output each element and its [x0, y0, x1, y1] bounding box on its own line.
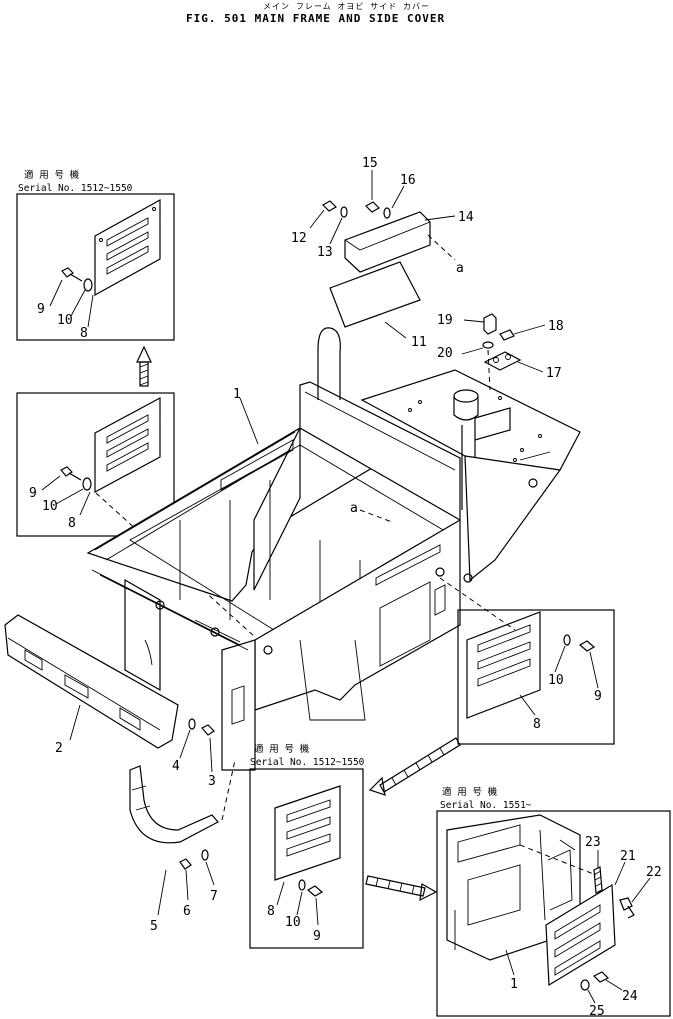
washer-20: [482, 341, 494, 349]
label-22: 22: [646, 865, 662, 880]
serial-box-kanji: 適 用 号 機: [442, 786, 498, 798]
label-20: 20: [437, 346, 453, 361]
label-8: 8: [68, 516, 76, 531]
hatched-arrow-diagonal: [368, 737, 461, 796]
bolt-6: [179, 858, 192, 870]
washer-7: [201, 849, 209, 861]
washer-10: [298, 879, 306, 891]
washer-13: [340, 206, 348, 218]
serial-box-number: Serial No. 1512~1550: [18, 183, 133, 194]
label-9: 9: [29, 486, 37, 501]
bolt-3: [201, 724, 215, 736]
label-9: 9: [313, 929, 321, 944]
serial-box-number: Serial No. 1512~1550: [250, 757, 365, 768]
nut-18: [499, 329, 515, 341]
serial-box-kanji: 適 用 号 機: [24, 169, 80, 181]
serial-box-kanji: 適 用 号 機: [254, 743, 310, 755]
label-21: 21: [620, 849, 636, 864]
label-11: 11: [411, 335, 427, 350]
label-7: 7: [210, 889, 218, 904]
label-10: 10: [57, 313, 73, 328]
label-24: 24: [622, 989, 638, 1004]
bolt-9: [578, 640, 596, 652]
washer-4: [188, 718, 196, 730]
label-5: 5: [150, 919, 158, 934]
box-frame: [457, 609, 615, 745]
serial-box-frame: [249, 768, 364, 949]
serial-box-frame: [16, 392, 175, 537]
nut-15: [365, 201, 380, 213]
label-13: 13: [317, 245, 333, 260]
louvered-cover-8: [94, 198, 161, 297]
washer-10: [83, 278, 93, 292]
label-17: 17: [546, 366, 562, 381]
washer-10: [82, 477, 92, 491]
bracket-14: [344, 211, 431, 273]
serial-box-number: Serial No. 1551~: [440, 800, 532, 811]
bolt-19: [483, 313, 497, 335]
label-25: 25: [589, 1004, 605, 1019]
label-1: 1: [510, 977, 518, 992]
serial-box-frame: [436, 810, 671, 1017]
strap-5: [129, 765, 219, 844]
serial-box-bottom-middle: 適 用 号 機 Serial No. 1512~1550 8 10 9: [249, 743, 365, 949]
label-12: 12: [291, 231, 307, 246]
bolt-9: [306, 885, 324, 897]
label-15: 15: [362, 156, 378, 171]
hatched-arrow-up: [136, 345, 152, 387]
bolt-9: [60, 466, 82, 481]
bolt-12: [322, 200, 337, 212]
front-bumper-2: [4, 614, 179, 749]
header-kana: メイン フレーム オヨビ サイド カバー: [263, 2, 430, 11]
label-10: 10: [548, 673, 564, 688]
serial-box-left: 9 10 8: [16, 392, 256, 638]
label-1: 1: [233, 387, 241, 402]
label-18: 18: [548, 319, 564, 334]
label-19: 19: [437, 313, 453, 328]
louvered-cover-8: [94, 396, 161, 494]
label-23: 23: [585, 835, 601, 850]
label-3: 3: [208, 774, 216, 789]
label-10: 10: [42, 499, 58, 514]
label-6: 6: [183, 904, 191, 919]
figure-title: FIG. 501 MAIN FRAME AND SIDE COVER: [186, 12, 445, 25]
plate-17: [483, 351, 522, 371]
plate-11: [329, 261, 421, 328]
hatched-arrow-right: [365, 875, 438, 902]
label-2: 2: [55, 741, 63, 756]
label-10: 10: [285, 915, 301, 930]
label-8: 8: [80, 326, 88, 341]
serial-box-frame: [16, 193, 175, 341]
washer-16: [383, 207, 391, 219]
label-16: 16: [400, 173, 416, 188]
label-9: 9: [594, 689, 602, 704]
label-8: 8: [267, 904, 275, 919]
washer-10: [563, 634, 571, 646]
side-cover-box-right: 10 9 8: [457, 609, 615, 745]
serial-box-bottom-right: 適 用 号 機 Serial No. 1551~ 23 21 22 24 25 …: [436, 786, 671, 1019]
label-4: 4: [172, 759, 180, 774]
bolt-9: [61, 267, 83, 282]
label-8: 8: [533, 717, 541, 732]
label-14: 14: [458, 210, 474, 225]
main-frame-1: [86, 327, 581, 771]
ref-a-inside: a: [350, 501, 358, 516]
ref-a-top: a: [456, 261, 464, 276]
serial-box-top-left: 適 用 号 機 Serial No. 1512~1550 9 10 8: [16, 169, 175, 341]
label-9: 9: [37, 302, 45, 317]
